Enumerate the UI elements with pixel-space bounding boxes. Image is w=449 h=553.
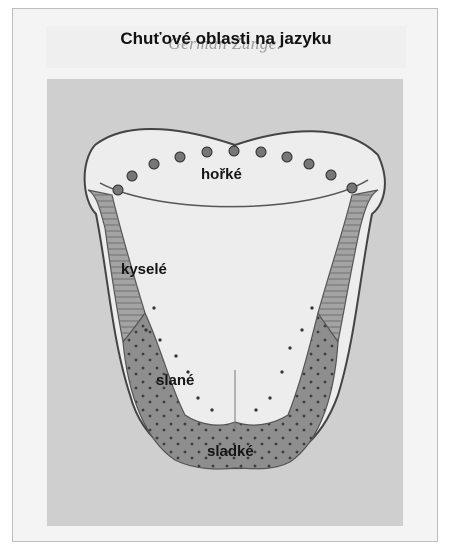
zone-label-sweet: sladké bbox=[207, 443, 254, 460]
zone-label-bitter: hořké bbox=[201, 166, 242, 183]
zone-label-sour: kyselé bbox=[121, 261, 167, 278]
zone-label-salty: slané bbox=[156, 372, 194, 389]
